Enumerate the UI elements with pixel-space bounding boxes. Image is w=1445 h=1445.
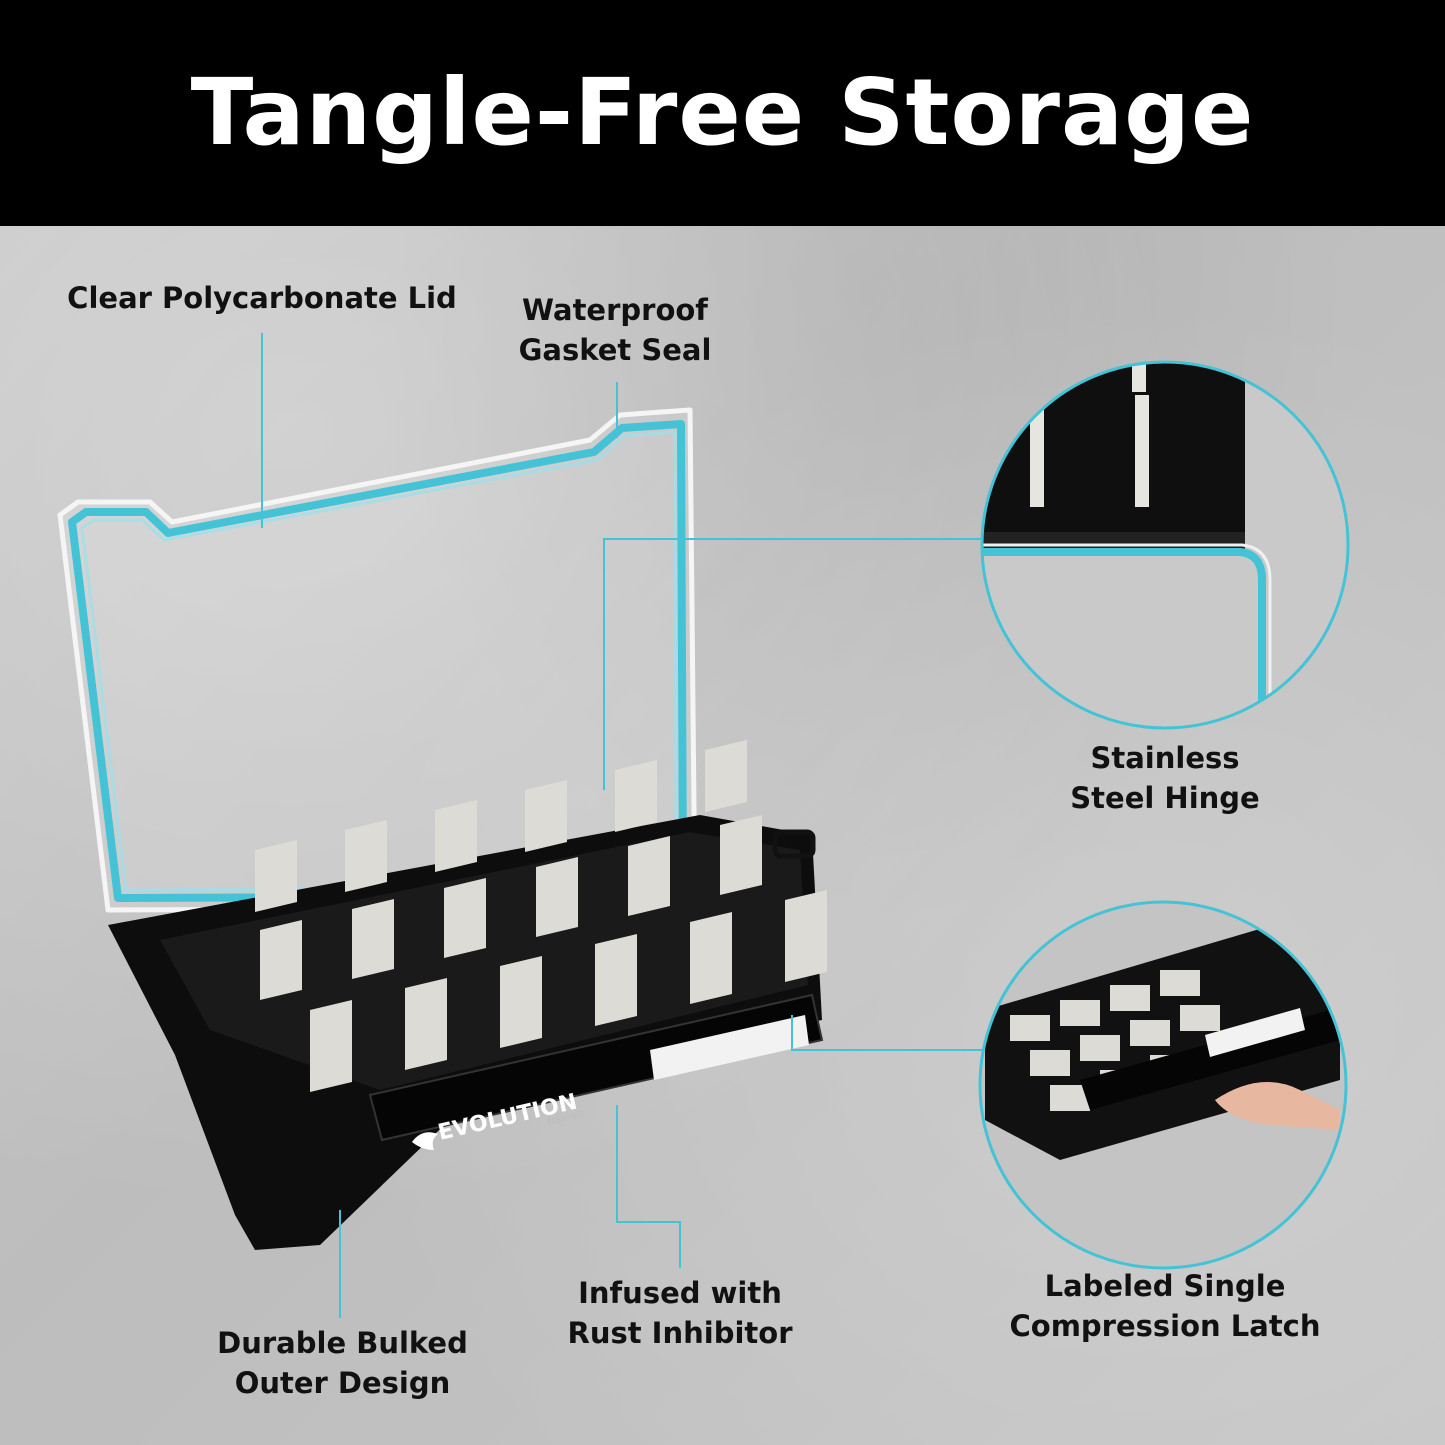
callout-hinge-line1: Stainless <box>1090 741 1240 775</box>
compartment-divider <box>260 920 302 1000</box>
callout-latch-line1: Labeled Single <box>1044 1269 1286 1303</box>
compartment-divider <box>720 815 762 895</box>
latch-inset <box>978 900 1348 1270</box>
compartment-divider <box>705 740 747 812</box>
compartment-divider <box>690 912 732 1004</box>
compartment-divider <box>536 857 578 937</box>
page-title: Tangle-Free Storage <box>190 59 1255 166</box>
front-latch: EVOLUTION FISHING <box>368 993 824 1150</box>
compartment-divider <box>310 1000 352 1092</box>
hinge-inset <box>980 360 1350 730</box>
compartment-divider <box>444 878 486 958</box>
callout-lid-text: Clear Polycarbonate Lid <box>67 281 457 315</box>
callout-rust-inhibitor: Infused with Rust Inhibitor <box>555 1273 805 1353</box>
callout-gasket-line1: Waterproof <box>522 293 708 327</box>
callout-outer-line1: Durable Bulked <box>217 1326 468 1360</box>
compartment-dividers <box>255 740 827 1092</box>
label-area <box>650 1015 809 1080</box>
callout-latch-line2: Compression Latch <box>1009 1309 1321 1343</box>
compartment-divider <box>352 899 394 979</box>
compartment-divider <box>255 840 297 912</box>
box-handle <box>772 829 816 859</box>
callout-rust-line1: Infused with <box>578 1276 782 1310</box>
compartment-divider <box>405 978 447 1070</box>
leader-lines <box>261 333 985 1318</box>
compartment-divider <box>525 780 567 852</box>
compartment-divider <box>595 934 637 1026</box>
header-banner: Tangle-Free Storage <box>0 0 1445 226</box>
callout-outer-design: Durable Bulked Outer Design <box>205 1323 480 1403</box>
callout-steel-hinge: Stainless Steel Hinge <box>1050 738 1280 818</box>
callout-rust-line2: Rust Inhibitor <box>567 1316 793 1350</box>
compartment-divider <box>615 760 657 832</box>
callout-compression-latch: Labeled Single Compression Latch <box>995 1266 1335 1346</box>
callout-clear-lid: Clear Polycarbonate Lid <box>62 278 462 318</box>
callout-gasket-seal: Waterproof Gasket Seal <box>505 290 725 370</box>
compartment-divider <box>500 956 542 1048</box>
hand <box>1215 1082 1340 1130</box>
compartment-divider <box>628 836 670 916</box>
compartment-divider <box>345 820 387 892</box>
callout-hinge-line2: Steel Hinge <box>1070 781 1260 815</box>
callout-outer-line2: Outer Design <box>234 1366 451 1400</box>
compartment-divider <box>435 800 477 872</box>
callout-gasket-line2: Gasket Seal <box>518 333 712 367</box>
compartment-divider <box>785 890 827 982</box>
